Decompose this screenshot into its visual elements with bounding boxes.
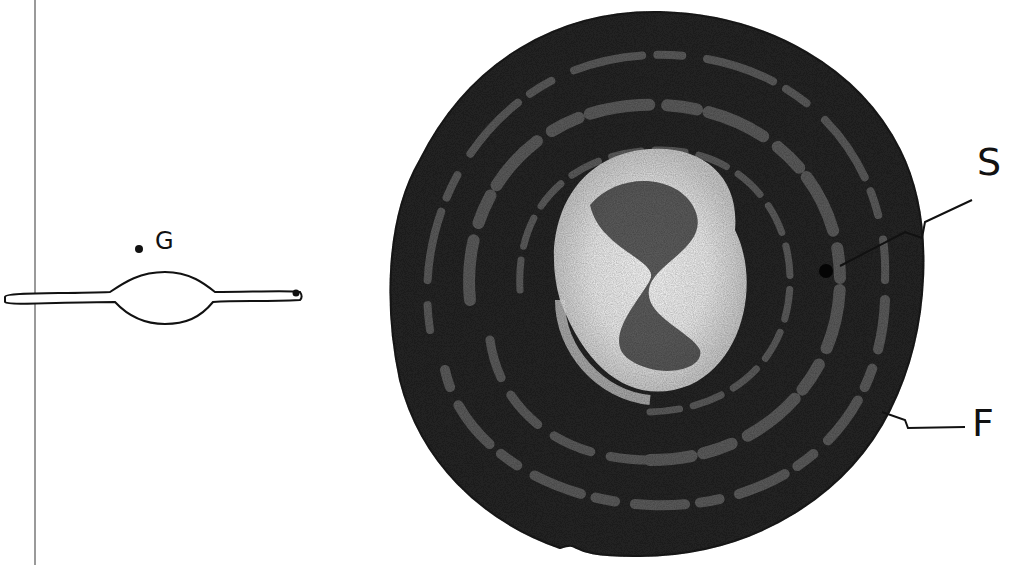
leader-line xyxy=(840,200,972,266)
face-on-galaxy xyxy=(390,12,923,556)
margin-line xyxy=(34,0,36,565)
position-dot xyxy=(819,264,833,278)
callout-letter: G xyxy=(153,228,176,254)
position-dot xyxy=(135,245,143,253)
leader-line xyxy=(882,412,965,428)
disk-end-dot xyxy=(293,290,300,297)
callout-letter: F xyxy=(970,403,996,445)
edge-on-galaxy xyxy=(5,272,302,324)
callout-letter: S xyxy=(975,142,1003,184)
